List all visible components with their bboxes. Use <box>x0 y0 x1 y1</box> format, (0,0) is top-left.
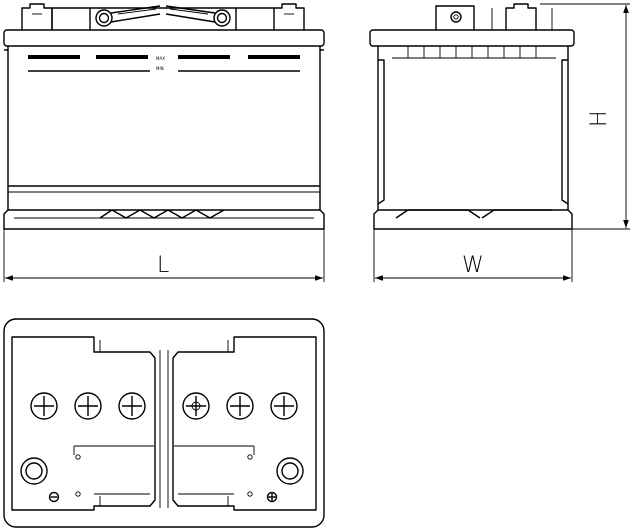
cell-cap-5 <box>226 392 254 420</box>
cell-cap-4 <box>182 392 210 420</box>
front-lid-top <box>51 7 274 30</box>
front-right-terminal <box>273 3 305 30</box>
length-dimension: L <box>3 229 325 282</box>
side-view <box>369 3 575 230</box>
width-label: W <box>462 253 484 278</box>
cell-cap-3 <box>118 392 146 420</box>
cell-cap-1 <box>30 392 58 420</box>
height-label: H <box>587 110 612 127</box>
height-dimension: H <box>540 3 630 230</box>
cell-cap-6 <box>270 392 298 420</box>
front-view: MAX MIN <box>3 3 325 230</box>
side-lid <box>369 29 575 47</box>
length-label: L <box>157 253 169 278</box>
level-strips: MAX MIN <box>28 55 300 72</box>
top-view <box>3 318 325 528</box>
side-body <box>373 46 573 230</box>
positive-terminal <box>266 457 304 503</box>
min-level-mark: MIN <box>156 66 164 71</box>
top-inner-outline <box>11 336 156 511</box>
cell-cap-2 <box>74 392 102 420</box>
cell-caps <box>30 392 298 420</box>
front-base-ribs <box>99 209 225 219</box>
width-dimension: W <box>373 229 573 282</box>
side-base-ribs <box>395 209 552 219</box>
vent-plug <box>450 11 462 23</box>
front-body <box>3 46 325 230</box>
max-level-mark: MAX <box>156 56 165 61</box>
carry-handle <box>95 5 231 27</box>
front-lid <box>3 29 325 47</box>
front-left-terminal <box>21 3 53 30</box>
top-outline <box>3 318 325 528</box>
side-terminal <box>505 3 537 30</box>
negative-terminal <box>20 457 60 503</box>
